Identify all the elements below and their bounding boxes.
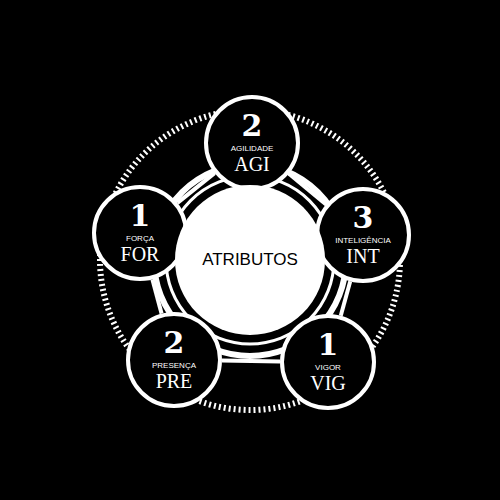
attribute-circle: 1FORÇAFOR (92, 185, 188, 281)
attribute-abbreviation: FOR (121, 244, 160, 265)
attribute-abbreviation: VIG (310, 373, 346, 394)
circle-outline (204, 95, 300, 191)
attribute-name: FORÇA (126, 233, 154, 244)
ring-link (222, 360, 280, 362)
circle-outline (280, 314, 376, 410)
circle-outline (126, 312, 222, 408)
center-title: ATRIBUTOS (202, 250, 298, 270)
attribute-abbreviation: INT (346, 246, 379, 267)
ring-link (341, 281, 350, 315)
attribute-name: AGILIDADE (231, 143, 274, 154)
attribute-circle: 2AGILIDADEAGI (204, 95, 300, 191)
attribute-name: INTELIGÊNCIA (335, 235, 391, 246)
attribute-value: 2 (242, 111, 263, 141)
attribute-circle: 2PRESENÇAPRE (126, 312, 222, 408)
center-circle: ATRIBUTOS (175, 185, 325, 335)
attribute-value: 2 (164, 328, 185, 358)
circle-outline (92, 185, 188, 281)
attribute-circle: 3INTELIGÊNCIAINT (315, 187, 411, 283)
attribute-name: PRESENÇA (152, 360, 196, 371)
ring-link (152, 279, 161, 313)
rune-band (100, 110, 400, 410)
attribute-value: 1 (318, 330, 339, 360)
attribute-value: 1 (130, 201, 151, 231)
attribute-value: 3 (353, 203, 374, 233)
circle-outline (315, 187, 411, 283)
attribute-name: VIGOR (315, 362, 341, 373)
attribute-abbreviation: PRE (156, 371, 193, 392)
attribute-abbreviation: AGI (234, 154, 270, 175)
attribute-circle: 1VIGORVIG (280, 314, 376, 410)
